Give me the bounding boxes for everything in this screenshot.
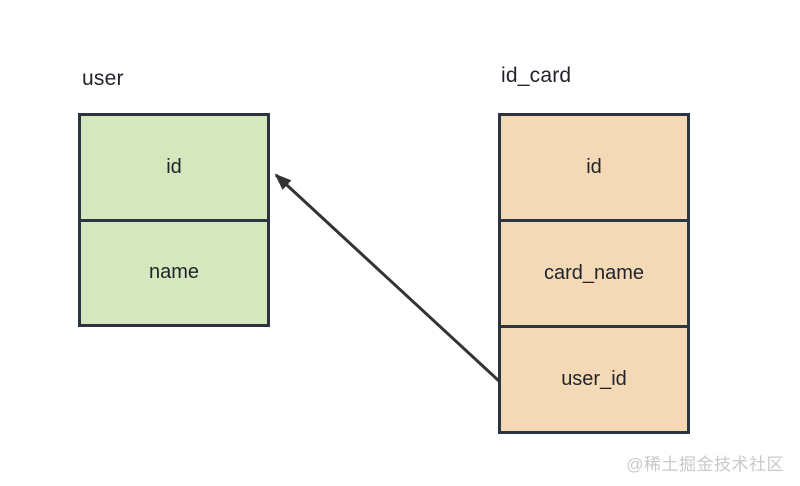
row-id-card-card-name: card_name — [501, 219, 687, 325]
table-title-user: user — [82, 67, 124, 90]
watermark: @稀土掘金技术社区 — [626, 455, 784, 474]
table-title-id-card: id_card — [501, 64, 572, 87]
row-user-id: id — [166, 155, 182, 178]
row-id-card-user-id: user_id — [501, 325, 687, 431]
relation-line — [274, 173, 501, 383]
row-id-card-id: id — [586, 156, 602, 178]
table-user: id name — [78, 113, 270, 327]
table-id-card: id card_name user_id — [498, 113, 690, 434]
row-user-name: name — [81, 218, 267, 325]
